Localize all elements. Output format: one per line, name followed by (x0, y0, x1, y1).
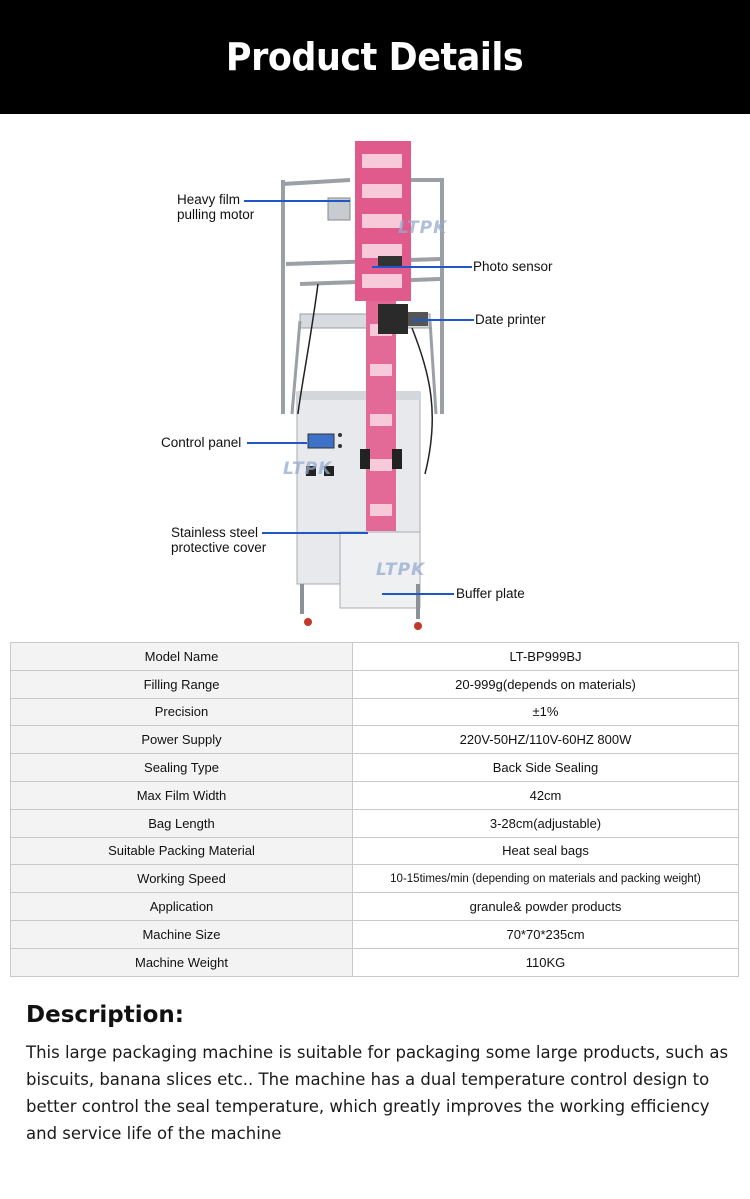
spec-value: 110KG (352, 947, 739, 977)
callout-line (247, 442, 307, 444)
callout-protective-cover: Stainless steel protective cover (171, 525, 267, 555)
spec-key: Working Speed (10, 864, 353, 894)
spec-key: Max Film Width (10, 780, 353, 810)
table-row: Precision±1% (10, 697, 739, 727)
spec-key: Suitable Packing Material (10, 836, 353, 866)
callout-line (382, 593, 454, 595)
watermark-logo: LTPK (376, 560, 426, 580)
callout-pulling-motor: Heavy film pulling motor (177, 192, 255, 222)
spec-value: granule& powder products (352, 892, 739, 921)
machine-figure: LTPK LTPK LTPK Heavy film pulling motor … (0, 114, 750, 642)
spec-value: LT-BP999BJ (352, 642, 739, 671)
spec-value: ±1% (352, 697, 739, 727)
machine-illustration (281, 141, 444, 630)
spec-value: Back Side Sealing (352, 753, 739, 782)
spec-value: 70*70*235cm (352, 919, 739, 949)
spec-value: 220V-50HZ/110V-60HZ 800W (352, 725, 739, 755)
page-title: Product Details (226, 35, 524, 79)
callout-date-printer: Date printer (475, 312, 546, 327)
spec-value: 42cm (352, 780, 739, 810)
spec-key: Bag Length (10, 808, 353, 838)
spec-key: Model Name (10, 642, 353, 671)
spec-value: 20-999g(depends on materials) (352, 669, 739, 699)
callout-line (372, 266, 472, 268)
spec-key: Application (10, 892, 353, 921)
spec-value: 3-28cm(adjustable) (352, 808, 739, 838)
spec-key: Machine Size (10, 919, 353, 949)
description-body: This large packaging machine is suitable… (26, 1043, 729, 1143)
spec-key: Precision (10, 697, 353, 727)
spec-value: Heat seal bags (352, 836, 739, 866)
header-banner: Product Details (0, 0, 750, 114)
spec-value: 10-15times/min (depending on materials a… (352, 864, 739, 894)
description-title: Description: (26, 1002, 184, 1028)
watermark-logo: LTPK (283, 459, 333, 479)
spec-key: Power Supply (10, 725, 353, 755)
spec-key: Filling Range (10, 669, 353, 699)
callout-line (412, 319, 474, 321)
callout-line (244, 200, 350, 202)
watermark-logo: LTPK (398, 218, 448, 238)
callout-photo-sensor: Photo sensor (473, 259, 553, 274)
callout-control-panel: Control panel (161, 435, 242, 450)
spec-key: Machine Weight (10, 947, 353, 977)
callout-buffer-plate: Buffer plate (456, 586, 525, 601)
spec-key: Sealing Type (10, 753, 353, 782)
callout-line (262, 532, 368, 534)
